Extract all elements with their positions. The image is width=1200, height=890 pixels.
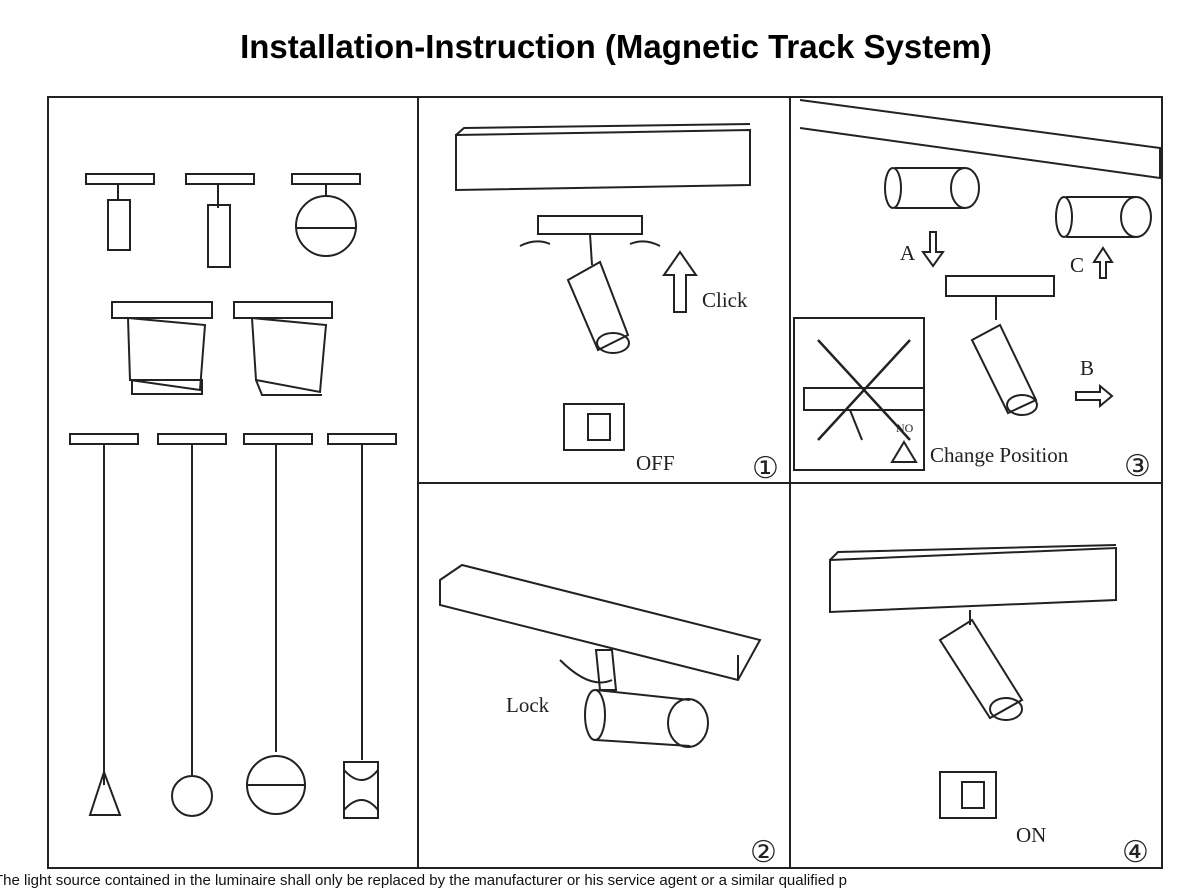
step-2-track [439, 563, 762, 682]
off-label: OFF [636, 451, 675, 475]
step-number-3: ③ [1124, 450, 1151, 483]
arrow-up-icon [662, 250, 698, 313]
warning-icon [890, 440, 918, 463]
step-3-spotlight-c [1055, 196, 1152, 238]
arrow-down-icon [921, 231, 945, 268]
arrow-up-icon [1092, 246, 1114, 279]
step-4-track [829, 544, 1117, 614]
globe-spotlight-product [291, 173, 361, 257]
spotlight-product [85, 173, 155, 251]
click-label: Click [702, 288, 748, 312]
linear-flood-light-product [233, 301, 333, 396]
footer-note: The light source contained in the lumina… [0, 872, 847, 889]
step-3-spotlight-b [945, 275, 1055, 416]
step-1-spotlight [519, 215, 661, 354]
no-label: NO [896, 421, 914, 435]
step-number-1: ① [752, 452, 779, 485]
lock-label: Lock [506, 693, 550, 717]
pendant-products [69, 433, 397, 819]
no-slide-inset [793, 317, 925, 471]
adjustable-spotlight-product [185, 173, 255, 268]
step-number-4: ④ [1122, 836, 1149, 869]
switch-off-icon [563, 403, 625, 451]
step-1-track [455, 123, 751, 192]
label-c: C [1070, 253, 1084, 277]
step-4-spotlight [938, 610, 1024, 721]
on-label: ON [1016, 823, 1046, 847]
label-a: A [900, 241, 916, 265]
step-3-spotlight-a [884, 167, 980, 209]
change-position-label: Change Position [930, 443, 1069, 467]
arrow-right-icon [1075, 383, 1114, 409]
page-title: Installation-Instruction (Magnetic Track… [240, 28, 992, 65]
linear-grille-light-product [111, 301, 213, 395]
step-3-track [799, 99, 1161, 180]
step-2-spotlight [559, 649, 709, 748]
label-b: B [1080, 356, 1094, 380]
switch-on-icon [939, 771, 997, 819]
step-number-2: ② [750, 836, 777, 869]
